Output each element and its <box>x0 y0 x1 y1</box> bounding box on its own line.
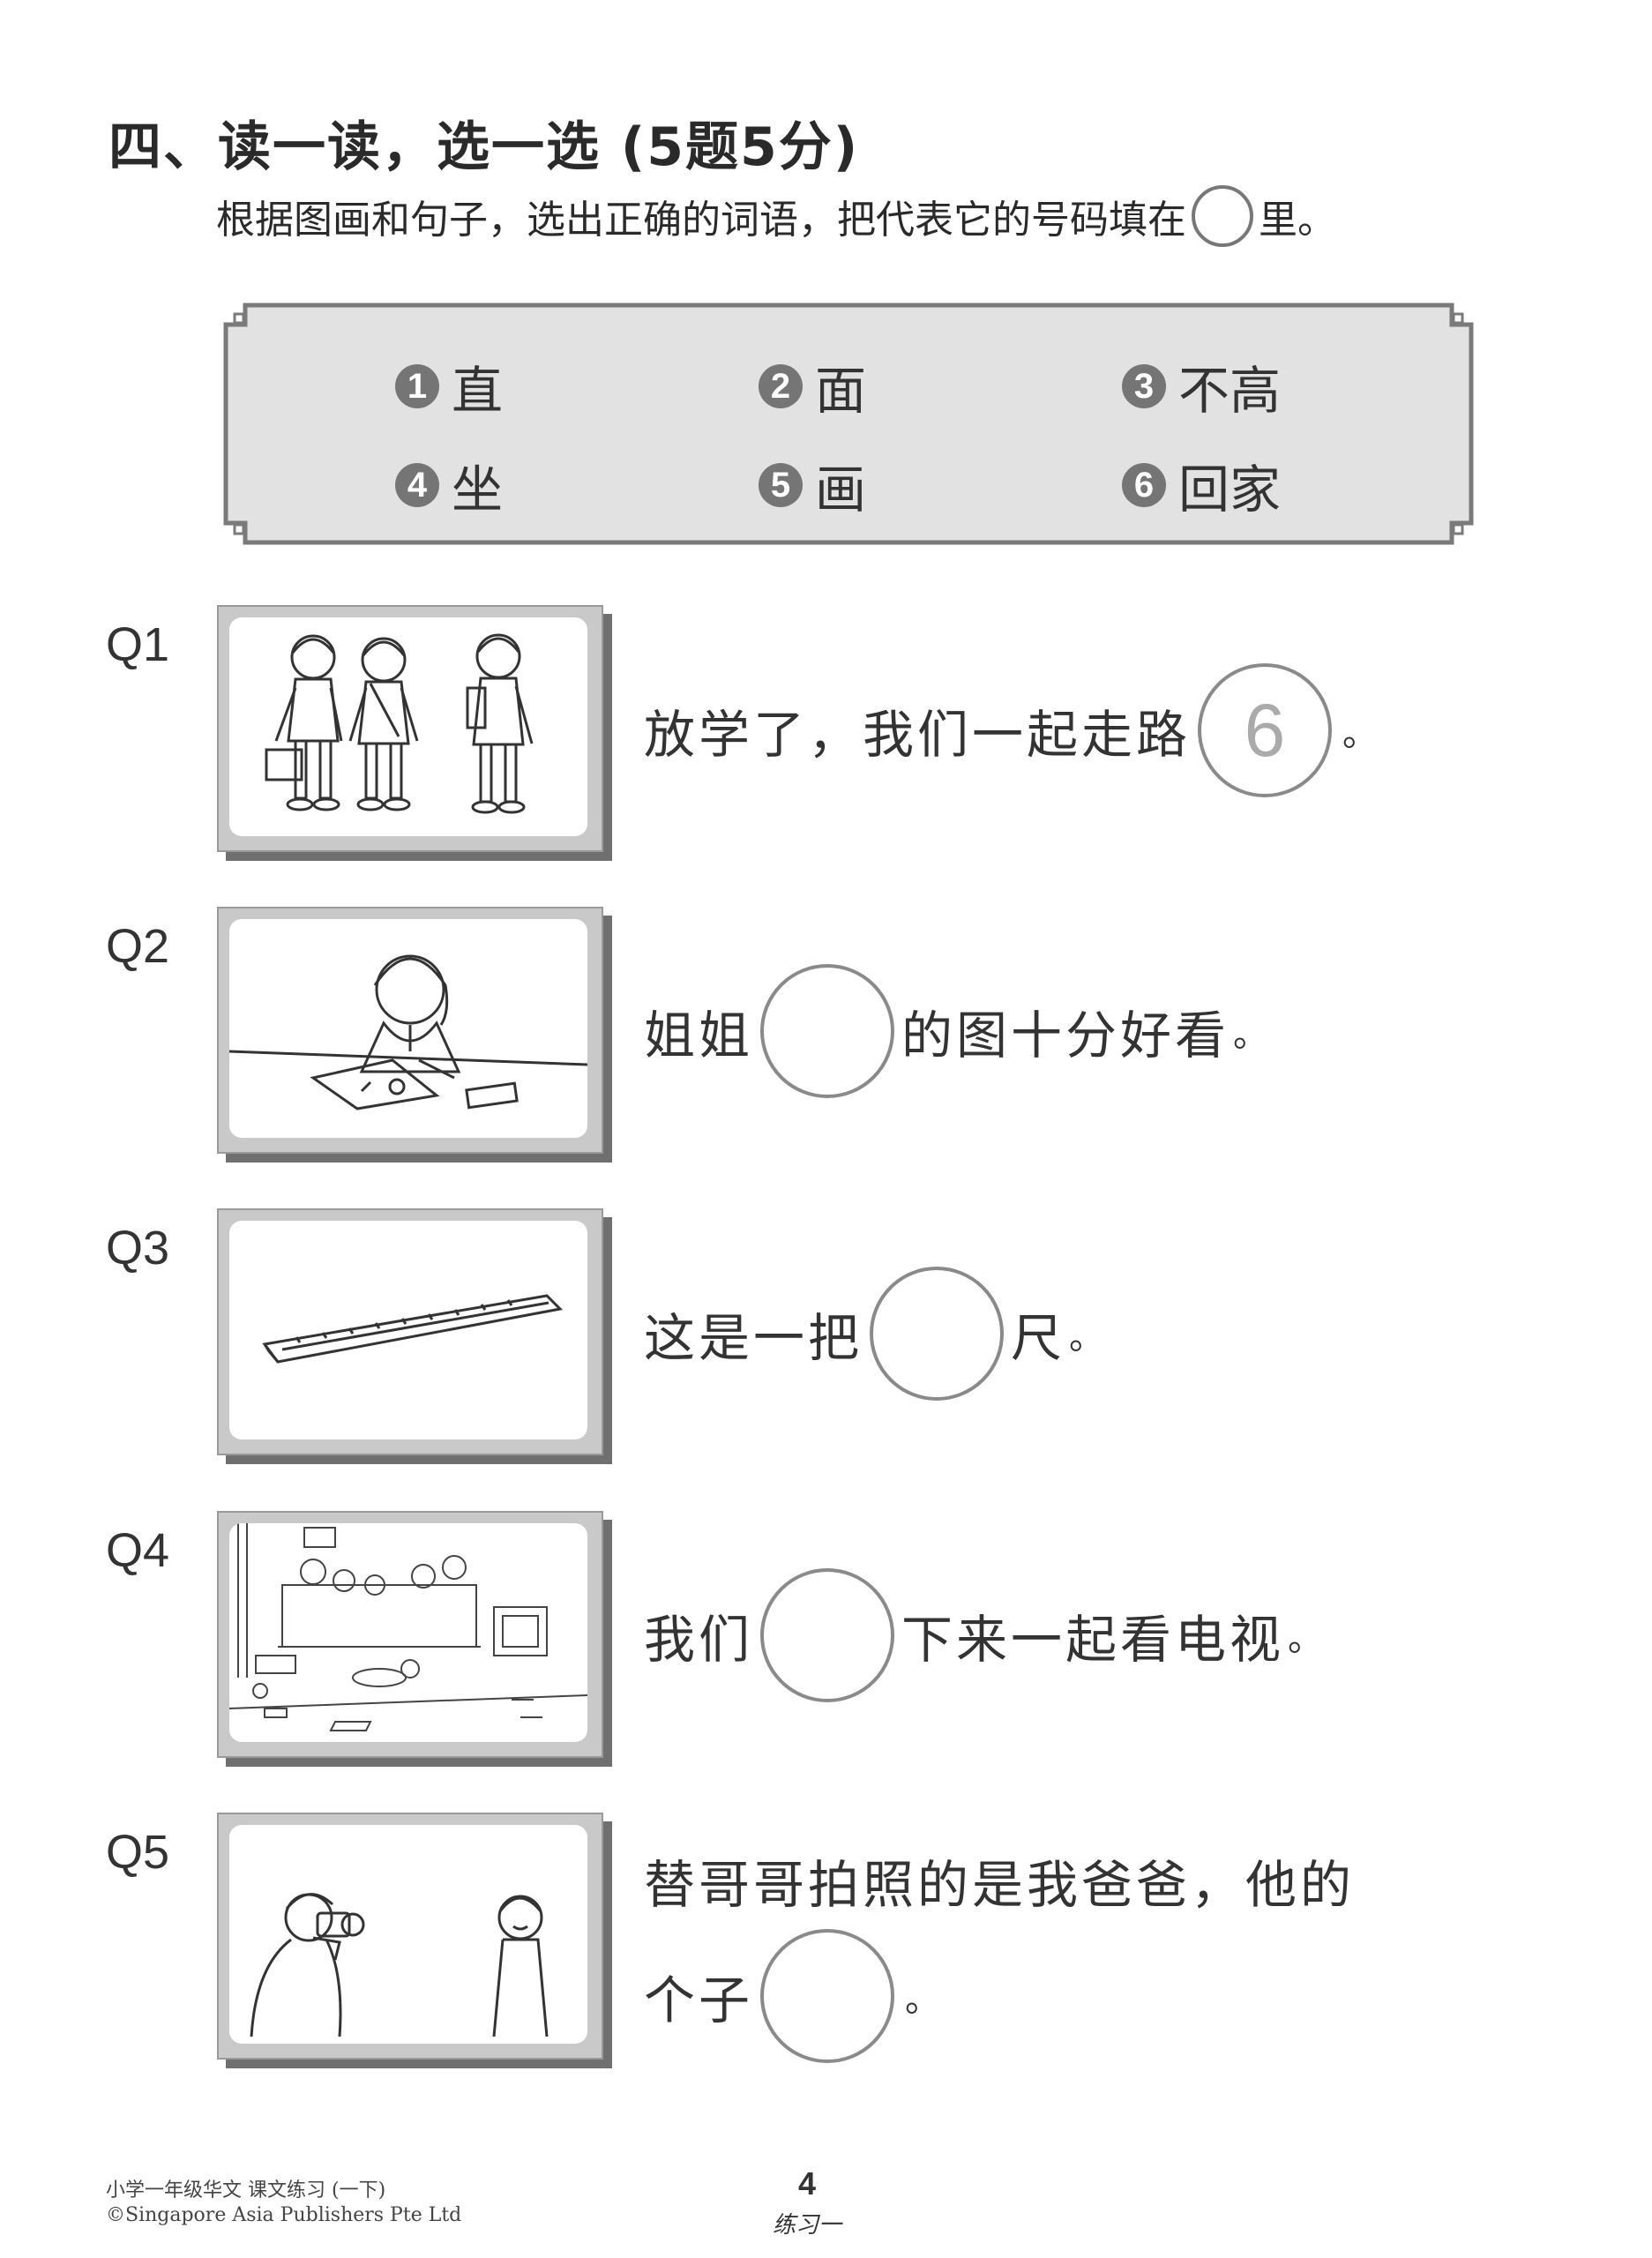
word-option-2: 2 面 <box>759 349 866 423</box>
exercise-label: 练习一 <box>772 2212 841 2239</box>
answer-circle[interactable] <box>760 1568 895 1702</box>
question-label: Q5 <box>106 1826 170 1879</box>
question-2-picture <box>217 907 612 1163</box>
word-option-label: 画 <box>815 460 867 520</box>
sentence-period: 。 <box>1069 1317 1109 1357</box>
sentence-period: 。 <box>1288 1619 1327 1659</box>
sentence-text: 我们 <box>644 1610 754 1670</box>
word-option-label: 面 <box>815 361 867 421</box>
word-bank: 1 直 2 面 3 不高 4 坐 5 画 6 回家 <box>219 298 1478 550</box>
sentence-text: 姐姐 <box>644 1006 754 1065</box>
word-option-4: 4 坐 <box>395 448 503 522</box>
question-3-sentence: 这是一把 尺 。 <box>644 1267 1108 1401</box>
answer-circle[interactable] <box>760 964 895 1098</box>
question-label: Q3 <box>106 1222 170 1275</box>
page-number: 4 <box>797 2165 817 2202</box>
answer-circle[interactable]: 6 <box>1198 663 1333 797</box>
answer-circle-icon <box>1192 185 1253 247</box>
word-option-6: 6 回家 <box>1122 448 1281 522</box>
footer-info: 小学一年级华文 课文练习 (一下) ©Singapore Asia Publis… <box>106 2179 461 2228</box>
question-2-sentence: 姐姐 的图十分好看 。 <box>644 964 1272 1098</box>
sentence-period: 。 <box>905 1979 945 2020</box>
girl-drawing-illustration <box>229 954 587 1110</box>
family-watching-tv-illustration <box>229 1523 587 1731</box>
question-1-picture <box>217 605 612 861</box>
number-3-icon: 3 <box>1122 364 1166 408</box>
sentence-text-after: 下来一起看电视 <box>901 1610 1285 1670</box>
question-1-sentence: 放学了，我们一起走路 6 。 <box>644 663 1381 797</box>
sentence-text-after: 尺 <box>1011 1308 1066 1368</box>
instruction: 根据图画和句子，选出正确的词语，把代表它的号码填在 里。 <box>216 185 1336 247</box>
number-4-icon: 4 <box>395 463 439 507</box>
schoolboys-walking-illustration <box>265 633 534 814</box>
ruler-illustration <box>262 1294 564 1364</box>
number-1-icon: 1 <box>395 364 439 408</box>
number-2-icon: 2 <box>759 364 803 408</box>
word-option-label: 不高 <box>1178 361 1282 421</box>
answer-circle[interactable] <box>870 1267 1005 1401</box>
word-option-label: 回家 <box>1178 460 1282 520</box>
father-taking-photo-illustration <box>250 1893 549 2037</box>
word-option-1: 1 直 <box>395 349 503 423</box>
question-5-picture <box>217 1813 612 2068</box>
copyright: ©Singapore Asia Publishers Pte Ltd <box>106 2204 462 2226</box>
instruction-text: 根据图画和句子，选出正确的词语，把代表它的号码填在 <box>216 198 1186 243</box>
question-label: Q4 <box>106 1524 170 1577</box>
word-option-label: 坐 <box>452 460 504 520</box>
question-4-sentence: 我们 下来一起看电视 。 <box>644 1568 1327 1702</box>
question-label: Q2 <box>106 920 170 973</box>
sentence-text: 放学了，我们一起走路 <box>644 705 1192 765</box>
question-3-picture <box>217 1208 612 1464</box>
sentence-text-after: 的图十分好看 <box>901 1006 1230 1065</box>
sentence-text: 个子 <box>644 1970 754 2030</box>
question-4-picture <box>217 1511 612 1767</box>
word-option-3: 3 不高 <box>1122 349 1281 423</box>
sentence-period: 。 <box>1233 1014 1273 1055</box>
word-option-label: 直 <box>452 361 504 421</box>
question-5-sentence: 个子 。 <box>644 1929 944 2063</box>
answer-circle[interactable] <box>760 1929 895 2063</box>
number-5-icon: 5 <box>759 463 803 507</box>
number-6-icon: 6 <box>1122 463 1166 507</box>
instruction-end: 里。 <box>1259 198 1336 243</box>
section-title: 四、读一读，选一选 (5题5分) <box>108 116 860 178</box>
sentence-period: 。 <box>1342 714 1382 754</box>
question-5-sentence-line1: 替哥哥拍照的是我爸爸，他的 <box>644 1855 1356 1915</box>
sentence-text: 这是一把 <box>644 1308 863 1368</box>
word-option-5: 5 画 <box>759 448 866 522</box>
book-title: 小学一年级华文 课文练习 (一下) <box>106 2179 386 2202</box>
question-label: Q1 <box>106 618 170 671</box>
